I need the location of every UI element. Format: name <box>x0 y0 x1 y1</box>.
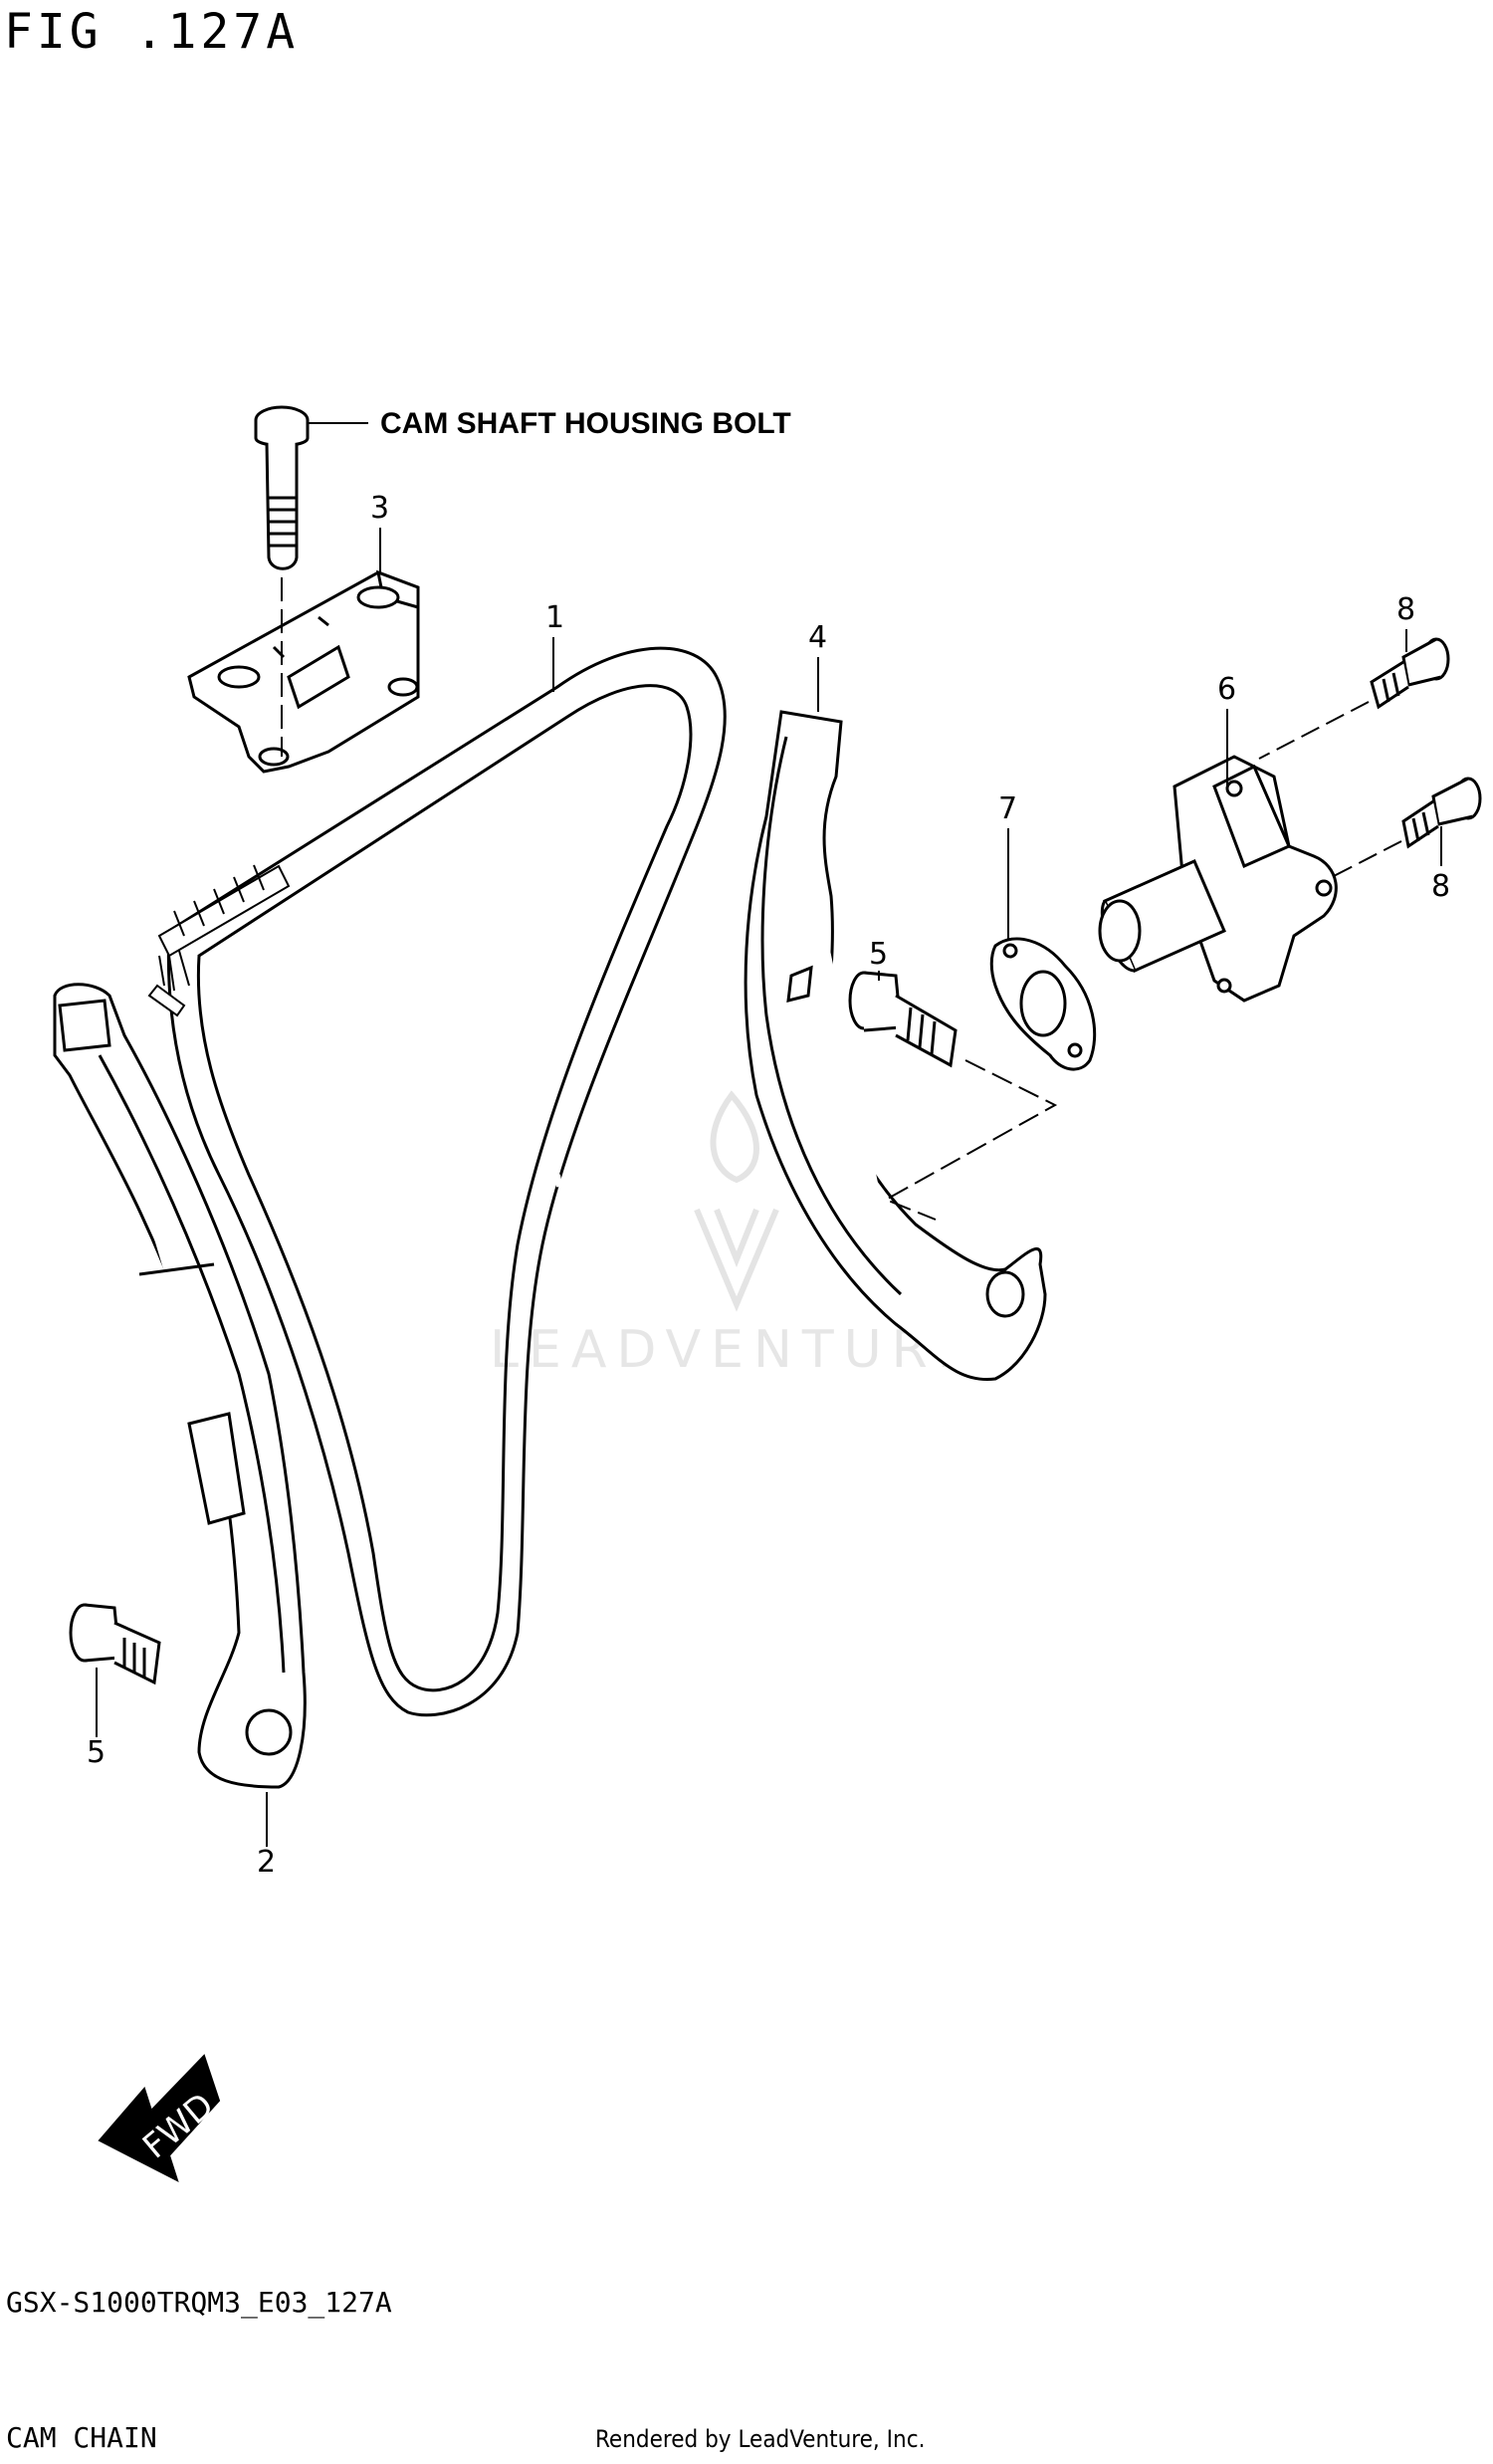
figure-code: GSX-S1000TRQM3_E03_127A <box>6 2286 392 2319</box>
callout-5-right: 5 <box>869 937 888 972</box>
watermark: LEADVENTURE <box>490 1095 980 1380</box>
callout-8-bottom: 8 <box>1431 869 1450 904</box>
cam-chain <box>149 648 725 1715</box>
guide-bolt-right <box>850 973 956 1065</box>
figure-title: FIG .127A <box>4 4 300 60</box>
housing-bolt <box>256 407 308 568</box>
figure-name: CAM CHAIN <box>6 2421 157 2454</box>
callout-8-top: 8 <box>1396 592 1415 627</box>
screw-axis-bottom <box>1334 841 1401 876</box>
callout-5-left: 5 <box>87 1735 106 1770</box>
housing-bolt-note: CAM SHAFT HOUSING BOLT <box>380 407 791 440</box>
callout-6: 6 <box>1217 672 1236 707</box>
callout-3: 3 <box>370 491 389 526</box>
bolt-axis-right <box>886 1060 1055 1220</box>
watermark-text: LEADVENTURE <box>490 1320 980 1380</box>
callout-2: 2 <box>257 1845 276 1880</box>
chain-guide-right <box>746 712 1045 1380</box>
chain-links <box>149 865 289 1015</box>
callout-1: 1 <box>545 600 564 635</box>
chain-holder <box>189 572 418 772</box>
callout-4: 4 <box>808 620 827 655</box>
watermark-logo-icon <box>697 1095 776 1304</box>
guide-bolt-left <box>71 1605 159 1682</box>
callout-7: 7 <box>998 791 1017 826</box>
chain-guide-left <box>55 985 305 1787</box>
screw-axis-top <box>1259 702 1369 759</box>
gasket <box>991 939 1094 1069</box>
render-credit: Rendered by LeadVenture, Inc. <box>595 2425 926 2453</box>
tensioner <box>1100 757 1336 1001</box>
tensioner-screw-bottom <box>1403 779 1480 846</box>
tensioner-screw-top <box>1372 639 1448 707</box>
fwd-arrow-icon: FWD <box>100 2056 222 2180</box>
